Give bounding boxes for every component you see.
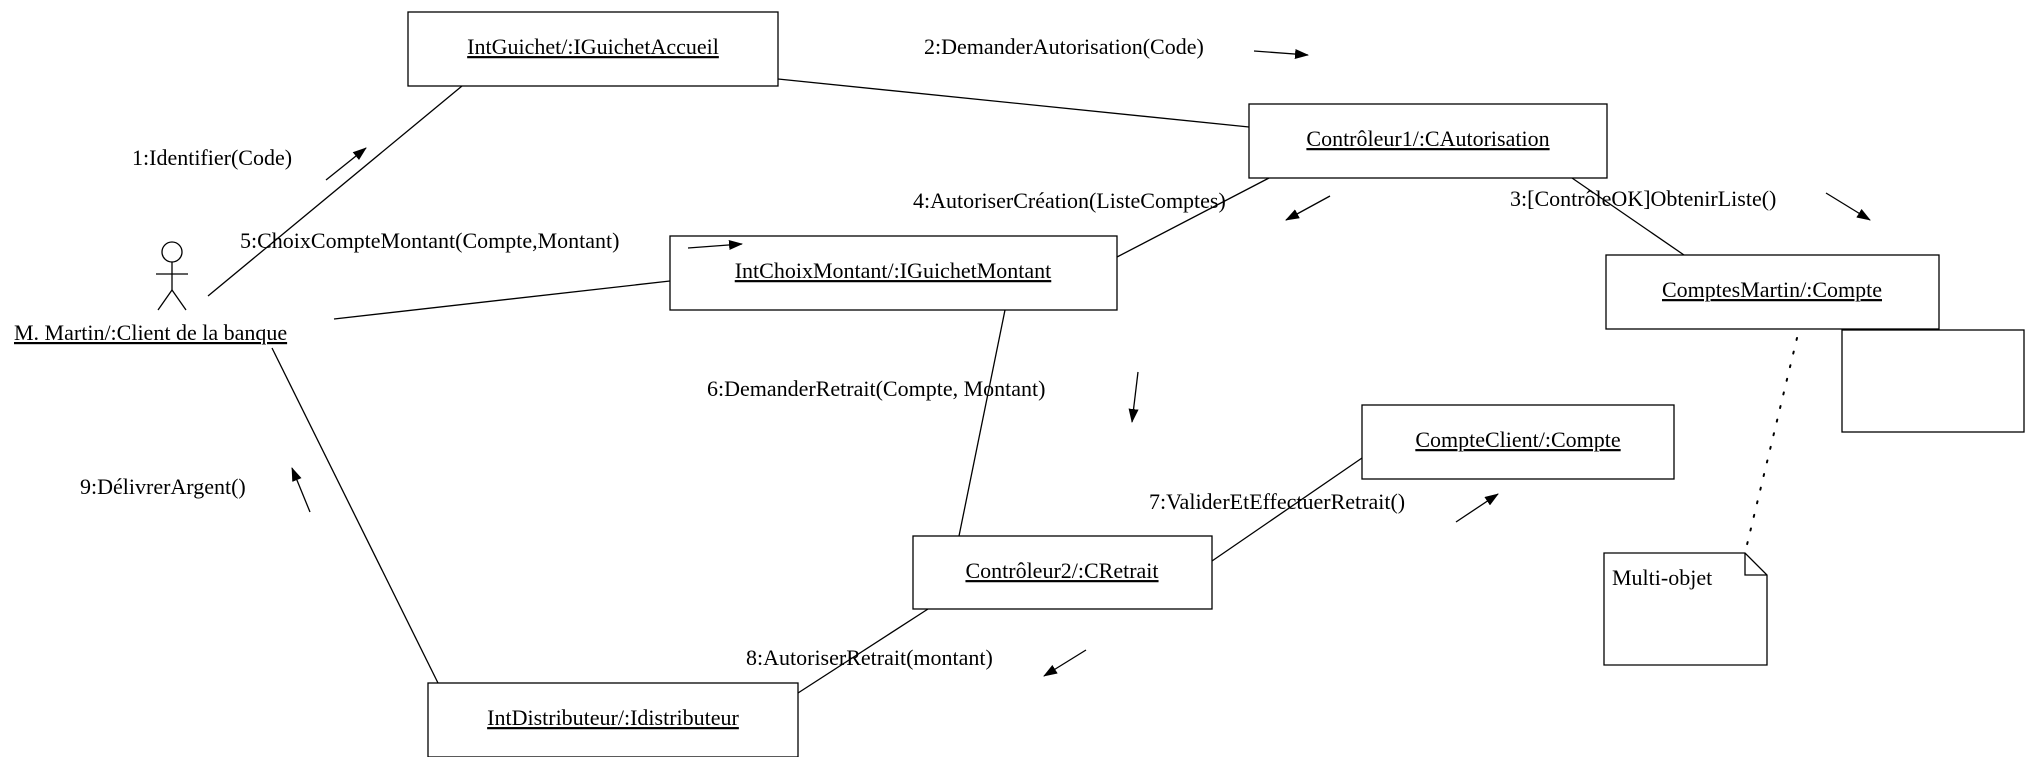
link-actor-intdistributeur bbox=[271, 347, 439, 684]
link-actor-intchoixmontant bbox=[333, 280, 671, 320]
note-connector-dotted bbox=[1744, 337, 1798, 554]
link-intguichet-controleur1 bbox=[777, 78, 1250, 128]
object-int-choix-montant[interactable]: IntChoixMontant/:IGuichetMontant bbox=[669, 235, 1118, 311]
link-controleur1-comptesmartin bbox=[1571, 177, 1685, 256]
object-controleur2[interactable]: Contrôleur2/:CRetrait bbox=[912, 535, 1213, 610]
object-label-compte-client: CompteClient/:Compte bbox=[1415, 427, 1620, 452]
actor-leg-left bbox=[157, 289, 173, 311]
object-label-int-choix-montant: IntChoixMontant/:IGuichetMontant bbox=[735, 258, 1052, 283]
arrow-message-9 bbox=[291, 467, 311, 513]
link-intchoixmontant-controleur2 bbox=[958, 309, 1006, 537]
note-multi-objet[interactable]: Multi-objet bbox=[1603, 552, 1768, 666]
message-9: 9:DélivrerArgent() bbox=[80, 474, 246, 499]
actor-head bbox=[161, 241, 183, 263]
message-4: 4:AutoriserCréation(ListeComptes) bbox=[913, 188, 1226, 213]
link-controleur2-compteclient bbox=[1211, 457, 1363, 562]
actor-leg-right bbox=[171, 289, 187, 311]
arrow-message-6 bbox=[1128, 371, 1139, 423]
arrow-message-5 bbox=[687, 239, 743, 250]
actor-stick-figure[interactable] bbox=[156, 241, 188, 311]
arrow-message-3 bbox=[1825, 192, 1871, 221]
note-label: Multi-objet bbox=[1612, 565, 1712, 590]
actor-label: M. Martin/:Client de la banque bbox=[14, 320, 287, 345]
note-shape bbox=[1603, 552, 1768, 666]
message-1: 1:Identifier(Code) bbox=[132, 145, 292, 170]
object-label-int-distributeur: IntDistributeur/:Idistributeur bbox=[487, 705, 739, 730]
note-folded-corner bbox=[1744, 553, 1767, 576]
message-6: 6:DemanderRetrait(Compte, Montant) bbox=[707, 376, 1045, 401]
links bbox=[207, 78, 1685, 694]
arrow-message-1 bbox=[325, 147, 367, 181]
object-int-distributeur[interactable]: IntDistributeur/:Idistributeur bbox=[427, 682, 799, 757]
message-2: 2:DemanderAutorisation(Code) bbox=[924, 34, 1204, 59]
object-label-controleur2: Contrôleur2/:CRetrait bbox=[965, 558, 1158, 583]
message-8: 8:AutoriserRetrait(montant) bbox=[746, 645, 993, 670]
arrow-message-2 bbox=[1253, 49, 1309, 60]
link-actor-intguichet bbox=[207, 85, 463, 297]
object-label-int-guichet: IntGuichet/:IGuichetAccueil bbox=[467, 34, 719, 59]
link-controleur2-intdistributeur bbox=[797, 608, 929, 694]
object-comptes-martin-multi[interactable]: ComptesMartin/:Compte bbox=[1605, 254, 2025, 433]
link-controleur1-intchoixmontant bbox=[1116, 177, 1270, 258]
message-3: 3:[ContrôleOK]ObtenirListe() bbox=[1510, 186, 1776, 211]
object-controleur1[interactable]: Contrôleur1/:CAutorisation bbox=[1248, 103, 1608, 179]
object-label-controleur1: Contrôleur1/:CAutorisation bbox=[1306, 126, 1549, 151]
object-compte-client[interactable]: CompteClient/:Compte bbox=[1361, 404, 1675, 480]
object-int-guichet[interactable]: IntGuichet/:IGuichetAccueil bbox=[407, 11, 779, 87]
message-7: 7:ValiderEtEffectuerRetrait() bbox=[1149, 489, 1405, 514]
message-arrows bbox=[291, 49, 1871, 677]
multi-object-back-rect bbox=[1841, 329, 2025, 433]
messages: 1:Identifier(Code) 2:DemanderAutorisatio… bbox=[80, 34, 1776, 670]
arrow-message-8 bbox=[1043, 649, 1087, 677]
arrow-message-7 bbox=[1455, 493, 1499, 523]
arrow-message-4 bbox=[1285, 195, 1331, 221]
object-label-comptes-martin: ComptesMartin/:Compte bbox=[1662, 277, 1882, 302]
message-5: 5:ChoixCompteMontant(Compte,Montant) bbox=[240, 228, 619, 253]
